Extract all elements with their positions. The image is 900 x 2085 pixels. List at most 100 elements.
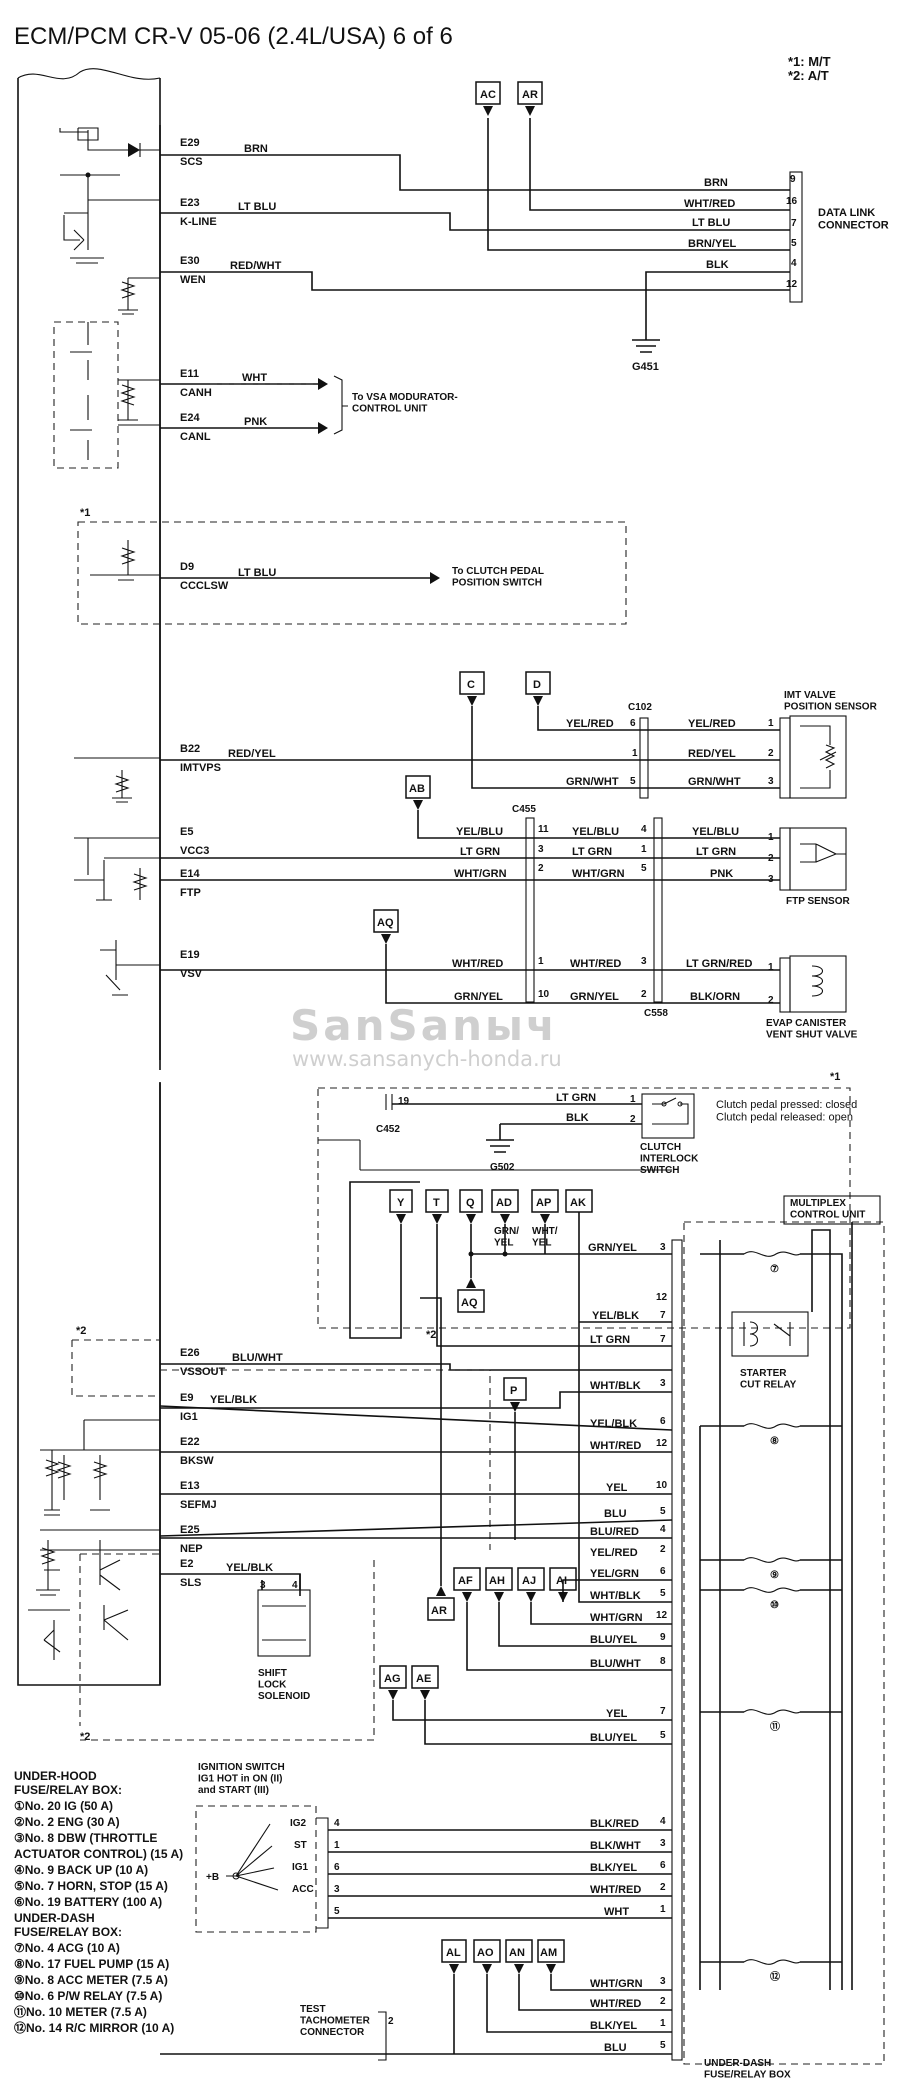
imt-section: C D YEL/RED YEL/RED RED/YEL RED/YEL GRN/…	[160, 671, 878, 799]
svg-text:3: 3	[768, 776, 774, 787]
svg-text:9: 9	[660, 1632, 666, 1643]
pin-name: IMTVPS	[180, 762, 221, 774]
pin-name: SLS	[180, 1577, 201, 1589]
svg-text:6: 6	[334, 1862, 340, 1873]
pin-name: VSV	[180, 968, 203, 980]
svg-text:6: 6	[660, 1860, 666, 1871]
pin-name: FTP	[180, 887, 201, 899]
svg-text:2: 2	[768, 853, 774, 864]
wire-label: ③No. 8 DBW (THROTTLE	[14, 1831, 157, 1845]
wire-label: ⑦No. 4 ACG (10 A)	[14, 1941, 120, 1955]
wire-label: AE	[416, 1673, 431, 1685]
pin-id: E30	[180, 255, 200, 267]
wire-label: C455	[512, 804, 536, 815]
wire-label: YEL/RED	[590, 1547, 638, 1559]
wire-label: AL	[446, 1947, 461, 1959]
svg-text:6: 6	[660, 1566, 666, 1577]
svg-text:5: 5	[660, 1730, 666, 1741]
svg-text:IG2: IG2	[290, 1818, 307, 1829]
svg-text:6: 6	[660, 1416, 666, 1427]
wire-label: YEL/BLU	[456, 826, 503, 838]
svg-text:⑨: ⑨	[770, 1570, 779, 1581]
svg-text:1: 1	[768, 832, 774, 843]
wire-label: WHT/BLK	[590, 1590, 641, 1602]
wire-label: AK	[570, 1197, 586, 1209]
wire-label: BRN	[244, 143, 268, 155]
svg-text:2: 2	[660, 1882, 666, 1893]
ftp-evap-section: AB AQ C455 11 3 2 1 10 C558 4 1 5 3 2 YE…	[160, 775, 858, 1041]
pin-id: E24	[180, 412, 200, 424]
wire-label: AQ	[377, 917, 394, 929]
wire-label: G502	[490, 1162, 515, 1173]
svg-text:4: 4	[334, 1818, 340, 1829]
wire-label: GRN/YEL	[454, 991, 503, 1003]
svg-text:7: 7	[660, 1334, 666, 1345]
wire-label: C558	[644, 1008, 668, 1019]
wire-label: WHT	[604, 1906, 629, 1918]
svg-text:1: 1	[538, 956, 544, 967]
wire-label: ⑪No. 10 METER (7.5 A)	[14, 2004, 147, 2019]
wire-label: AM	[540, 1947, 557, 1959]
wire-label: PNK	[710, 868, 733, 880]
wire-label: ⑫No. 14 R/C MIRROR (10 A)	[14, 2020, 174, 2035]
pin-name: CANL	[180, 431, 211, 443]
wire-label: BLK/RED	[590, 1818, 639, 1830]
pin-id: E26	[180, 1347, 200, 1359]
watermark-url: www.sansanych-honda.ru	[292, 1047, 562, 1071]
svg-text:12: 12	[786, 279, 798, 290]
wire-label: AP	[536, 1197, 551, 1209]
svg-text:1: 1	[630, 1094, 636, 1105]
connector-box: AC	[480, 89, 496, 101]
pin-name: K-LINE	[180, 216, 217, 228]
pin-id: E9	[180, 1392, 193, 1404]
svg-text:6: 6	[630, 718, 636, 729]
pin-id: E11	[180, 368, 199, 380]
svg-text:7: 7	[660, 1706, 666, 1717]
wire-label: BLU/WHT	[232, 1352, 283, 1364]
wire-label: YEL/RED	[688, 718, 736, 730]
wire-label: BRN/YEL	[688, 238, 737, 250]
wire-label: BLK/WHT	[590, 1840, 641, 1852]
svg-text:2: 2	[660, 1544, 666, 1555]
svg-text:2: 2	[660, 1996, 666, 2007]
svg-text:12: 12	[656, 1610, 668, 1621]
wire-label: AJ	[522, 1575, 536, 1587]
wire-label: LT BLU	[692, 217, 730, 229]
svg-text:⑩: ⑩	[770, 1600, 779, 1611]
svg-text:1: 1	[768, 962, 774, 973]
svg-text:5: 5	[791, 238, 797, 249]
wire-label: P	[510, 1385, 517, 1397]
wire-label: WHT/RED	[590, 1998, 641, 2010]
wire-label: WHT/RED	[452, 958, 503, 970]
pin-name: IG1	[180, 1411, 198, 1423]
wire-label: WHT/BLK	[590, 1380, 641, 1392]
svg-text:1: 1	[641, 844, 647, 855]
diagram-title: ECM/PCM CR-V 05-06 (2.4L/USA) 6 of 6	[14, 23, 453, 50]
svg-text:⑫: ⑫	[770, 1970, 780, 1983]
svg-text:10: 10	[538, 989, 550, 1000]
mid-connector-boxes: Y T Q AD AP AK GRN/YEL WHT/YEL AQ P	[389, 1189, 593, 1412]
svg-text:4: 4	[660, 1816, 666, 1827]
wire-label: C452	[376, 1124, 400, 1135]
svg-text:3: 3	[334, 1884, 340, 1895]
svg-text:ST: ST	[294, 1840, 307, 1851]
wire-label: GRN/WHT	[566, 776, 619, 788]
wire-label: BLU	[604, 2042, 627, 2054]
svg-text:12: 12	[656, 1292, 668, 1303]
wire-label: WHT/RED	[684, 198, 735, 210]
wire-label: BLK/ORN	[690, 991, 740, 1003]
svg-text:3: 3	[768, 874, 774, 885]
wire-label: BLU	[604, 1508, 627, 1520]
wire-label: GRN/YEL	[570, 991, 619, 1003]
wire-label: LT GRN	[460, 846, 500, 858]
wire-label: ⑨No. 8 ACC METER (7.5 A)	[14, 1973, 168, 1987]
pin-name: VSSOUT	[180, 1366, 226, 1378]
svg-text:3: 3	[260, 1580, 266, 1591]
